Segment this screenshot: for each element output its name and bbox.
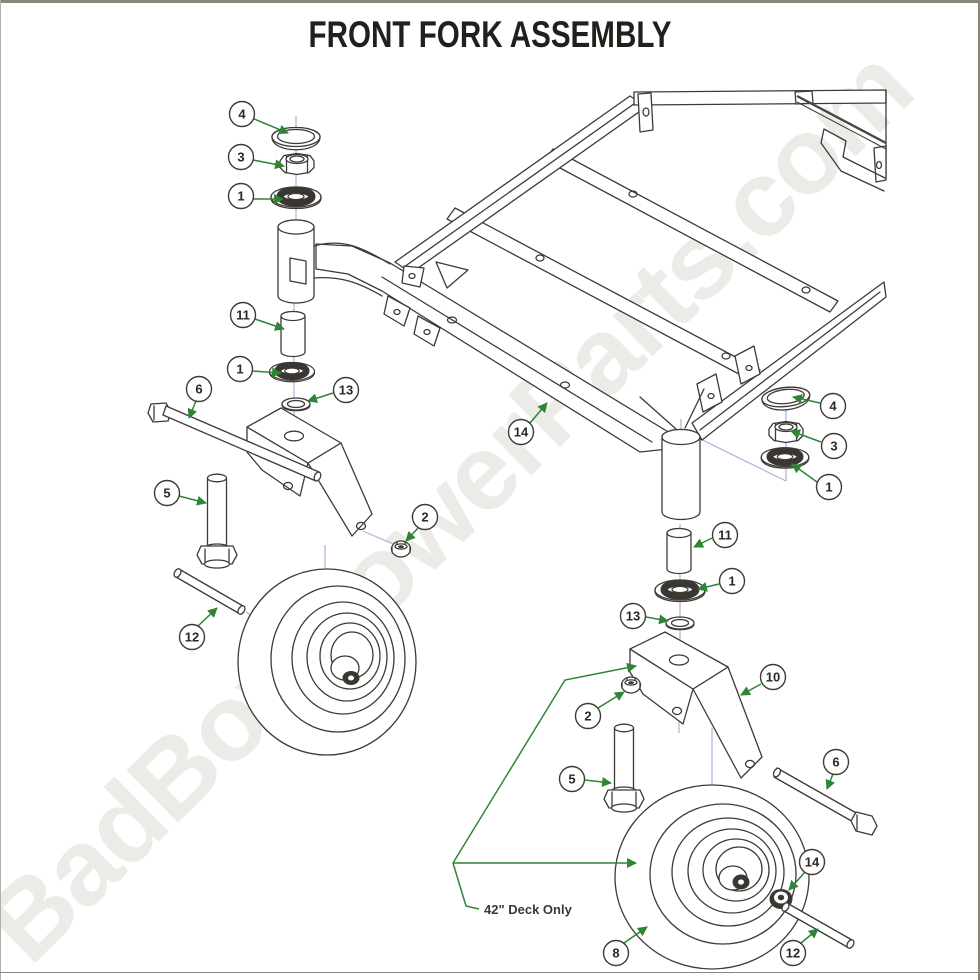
seal-washer	[281, 397, 311, 412]
callout-14-right: 14	[798, 848, 826, 876]
svg-text:3: 3	[237, 150, 244, 165]
svg-text:10: 10	[766, 670, 780, 685]
left-fork-head-tube	[277, 219, 391, 304]
axle-bolt	[772, 767, 878, 836]
axle-spacer-tube	[173, 568, 246, 615]
svg-text:1: 1	[237, 189, 244, 204]
callout-2-left: 2	[411, 503, 439, 531]
callout-13-left: 13	[332, 376, 360, 404]
page-border-right	[978, 0, 980, 980]
svg-text:2: 2	[584, 709, 591, 724]
svg-text:5: 5	[568, 772, 575, 787]
svg-text:14: 14	[514, 425, 529, 440]
callout-1-left-mid: 1	[226, 355, 254, 383]
spindle-nut	[279, 152, 315, 176]
callout-6-right: 6	[822, 748, 850, 776]
callout-10-right: 10	[759, 663, 787, 691]
callout-6-left: 6	[185, 375, 213, 403]
callout-3-right: 3	[820, 432, 848, 460]
deck-note-leaders	[452, 662, 637, 910]
lock-nut	[390, 540, 412, 558]
dust-cap	[271, 126, 321, 151]
seal-washer	[665, 616, 695, 631]
callout-2-right: 2	[574, 702, 602, 730]
svg-text:1: 1	[728, 574, 735, 589]
spacer-sleeve	[280, 310, 306, 358]
svg-text:2: 2	[421, 510, 428, 525]
callout-13-right: 13	[619, 602, 647, 630]
lock-nut	[620, 676, 642, 694]
svg-text:1: 1	[236, 362, 243, 377]
axle-bolt	[147, 402, 322, 482]
svg-text:12: 12	[786, 946, 800, 961]
leader-arrows	[178, 118, 835, 944]
svg-text:6: 6	[832, 755, 839, 770]
bearing	[761, 448, 809, 468]
right-fork-head-tube	[661, 428, 701, 521]
svg-text:4: 4	[238, 107, 246, 122]
page-border-top	[0, 0, 980, 3]
callout-1-right-mid: 1	[718, 567, 746, 595]
callout-1-right-top: 1	[815, 473, 843, 501]
kingpin-bolt	[196, 473, 238, 569]
page-title: FRONT FORK ASSEMBLY	[308, 14, 672, 55]
callout-4-left: 4	[228, 100, 256, 128]
bearing	[655, 580, 705, 602]
svg-text:3: 3	[830, 439, 837, 454]
callout-8-right: 8	[602, 939, 630, 967]
right-fork-bracket	[629, 631, 763, 779]
callout-14-frame: 14	[507, 418, 535, 446]
svg-text:11: 11	[236, 308, 250, 323]
callout-11-left: 11	[229, 301, 257, 329]
callout-12-right: 12	[779, 939, 807, 967]
kingpin-bolt	[603, 723, 645, 813]
callout-1-left-top: 1	[227, 182, 255, 210]
svg-text:12: 12	[185, 630, 199, 645]
svg-text:1: 1	[825, 480, 832, 495]
svg-text:13: 13	[339, 383, 353, 398]
wheel-assembly	[237, 568, 417, 756]
svg-text:6: 6	[195, 382, 202, 397]
callout-12-left: 12	[178, 623, 206, 651]
callout-5-right: 5	[558, 765, 586, 793]
svg-text:14: 14	[805, 855, 820, 870]
svg-text:13: 13	[626, 609, 640, 624]
deck-note: 42" Deck Only	[484, 902, 573, 917]
axle-spacer-tube	[781, 902, 855, 949]
spindle-nut	[768, 420, 804, 444]
callout-5-left: 5	[153, 479, 181, 507]
svg-text:5: 5	[163, 486, 170, 501]
page-border-left	[0, 0, 1, 980]
svg-text:11: 11	[718, 528, 732, 543]
chassis-frame	[315, 89, 887, 453]
bearing	[271, 187, 321, 209]
page-border-bottom	[0, 972, 980, 973]
callout-4-right: 4	[819, 392, 847, 420]
wheel-assembly	[614, 784, 810, 970]
svg-text:4: 4	[829, 399, 837, 414]
spacer-sleeve	[666, 527, 692, 575]
callout-3-left: 3	[227, 143, 255, 171]
svg-text:8: 8	[612, 946, 619, 961]
callout-11-right: 11	[711, 521, 739, 549]
